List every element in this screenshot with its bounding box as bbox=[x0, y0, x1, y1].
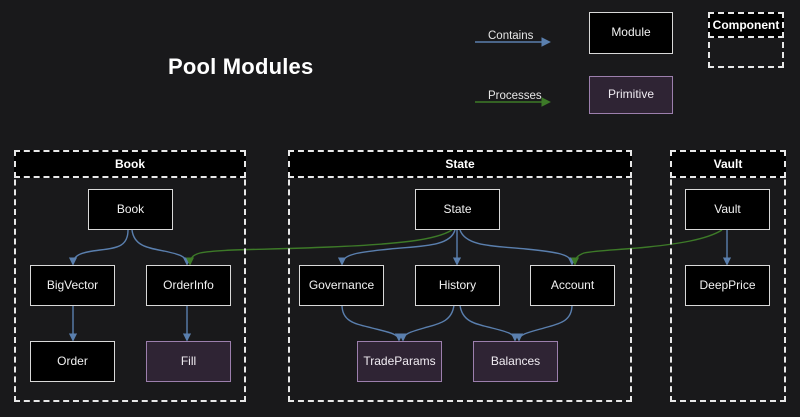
node-history[interactable]: History bbox=[415, 265, 500, 306]
legend-module-box: Module bbox=[589, 12, 673, 54]
node-vault[interactable]: Vault bbox=[685, 189, 770, 230]
cluster-state-header: State bbox=[288, 150, 632, 178]
node-book[interactable]: Book bbox=[88, 189, 173, 230]
node-governance[interactable]: Governance bbox=[299, 265, 384, 306]
node-fill[interactable]: Fill bbox=[146, 341, 231, 382]
cluster-book-header: Book bbox=[14, 150, 246, 178]
legend-processes-label: Processes bbox=[488, 90, 542, 102]
node-orderinfo[interactable]: OrderInfo bbox=[146, 265, 231, 306]
legend-processes-arrow bbox=[475, 97, 551, 107]
node-order[interactable]: Order bbox=[30, 341, 115, 382]
legend-component-box: Component bbox=[708, 12, 784, 68]
node-tradeparams[interactable]: TradeParams bbox=[357, 341, 442, 382]
cluster-vault: Vault bbox=[670, 150, 786, 402]
page-title: Pool Modules bbox=[168, 54, 314, 79]
legend-primitive-box: Primitive bbox=[589, 76, 673, 114]
node-balances[interactable]: Balances bbox=[473, 341, 558, 382]
legend-contains-label: Contains bbox=[488, 30, 534, 42]
cluster-book: Book bbox=[14, 150, 246, 402]
node-deepprice[interactable]: DeepPrice bbox=[685, 265, 770, 306]
cluster-vault-header: Vault bbox=[670, 150, 786, 178]
node-bigvector[interactable]: BigVector bbox=[30, 265, 115, 306]
node-state[interactable]: State bbox=[415, 189, 500, 230]
legend-contains-arrow bbox=[475, 37, 551, 47]
legend-component-header: Component bbox=[708, 12, 784, 38]
node-account[interactable]: Account bbox=[530, 265, 615, 306]
cluster-state: State bbox=[288, 150, 632, 402]
